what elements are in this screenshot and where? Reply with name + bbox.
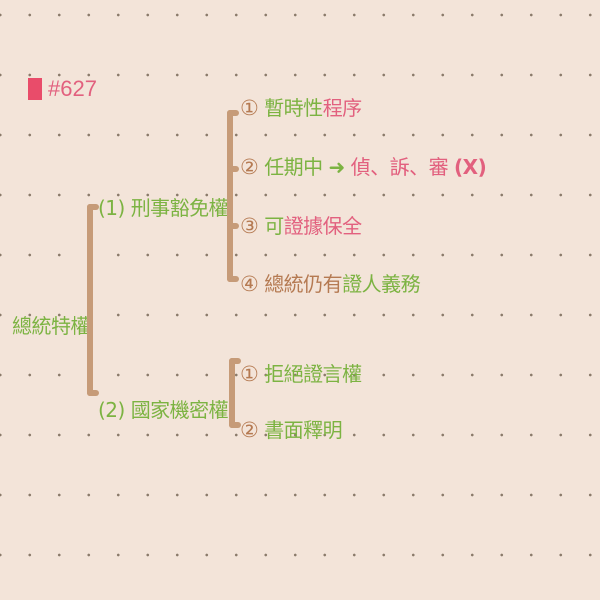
item-number: ② [240, 155, 259, 179]
item-text: 總統仍有 [264, 272, 343, 296]
item-number: ③ [240, 214, 259, 238]
item-text: 暫時性 [264, 96, 323, 120]
branch-criminal-immunity: (1) 刑事豁免權 [98, 196, 229, 220]
bracket-tick [87, 204, 99, 210]
item-text: 證人義務 [342, 272, 421, 296]
branch2-bracket [229, 358, 235, 428]
item-text: 偵、訴、審 [350, 155, 449, 179]
item-number: ① [240, 362, 259, 386]
branch-state-secrets: (2) 國家機密權 [98, 398, 229, 422]
item-witness-duty: ④ 總統仍有證人義務 [240, 271, 421, 297]
item-text: 任期中 [264, 155, 323, 179]
bracket-tick [229, 422, 241, 428]
note-id: #627 [48, 76, 97, 101]
item-number: ② [240, 418, 259, 442]
item-number: ④ [240, 272, 259, 296]
item-evidence-preservation: ③ 可證據保全 [240, 213, 362, 239]
item-during-term: ② 任期中 ➜ 偵、訴、審 (X) [240, 154, 487, 180]
item-number: ① [240, 96, 259, 120]
tag-color-marker [28, 78, 42, 100]
root-node: 總統特權 [12, 314, 91, 338]
bracket-tick [227, 276, 239, 282]
item-text: 書面釋明 [264, 418, 343, 442]
item-text: 證據保全 [283, 214, 363, 238]
item-text: 程序 [322, 96, 363, 120]
arrow-right-icon: ➜ [328, 155, 346, 179]
item-refuse-testimony: ① 拒絕證言權 [240, 361, 362, 387]
bracket-tick [229, 358, 241, 364]
item-text: 拒絕證言權 [264, 362, 362, 386]
bracket-tick [87, 390, 99, 396]
item-written-explanation: ② 書面釋明 [240, 417, 343, 443]
bracket-tick [227, 110, 239, 116]
bracket-tick [227, 166, 239, 172]
root-bracket [87, 204, 93, 396]
item-text: 可 [264, 214, 284, 238]
branch1-bracket [227, 110, 233, 282]
item-temporary-procedure: ① 暫時性程序 [240, 95, 362, 121]
cross-mark: (X) [454, 155, 487, 179]
bracket-tick [227, 223, 239, 229]
